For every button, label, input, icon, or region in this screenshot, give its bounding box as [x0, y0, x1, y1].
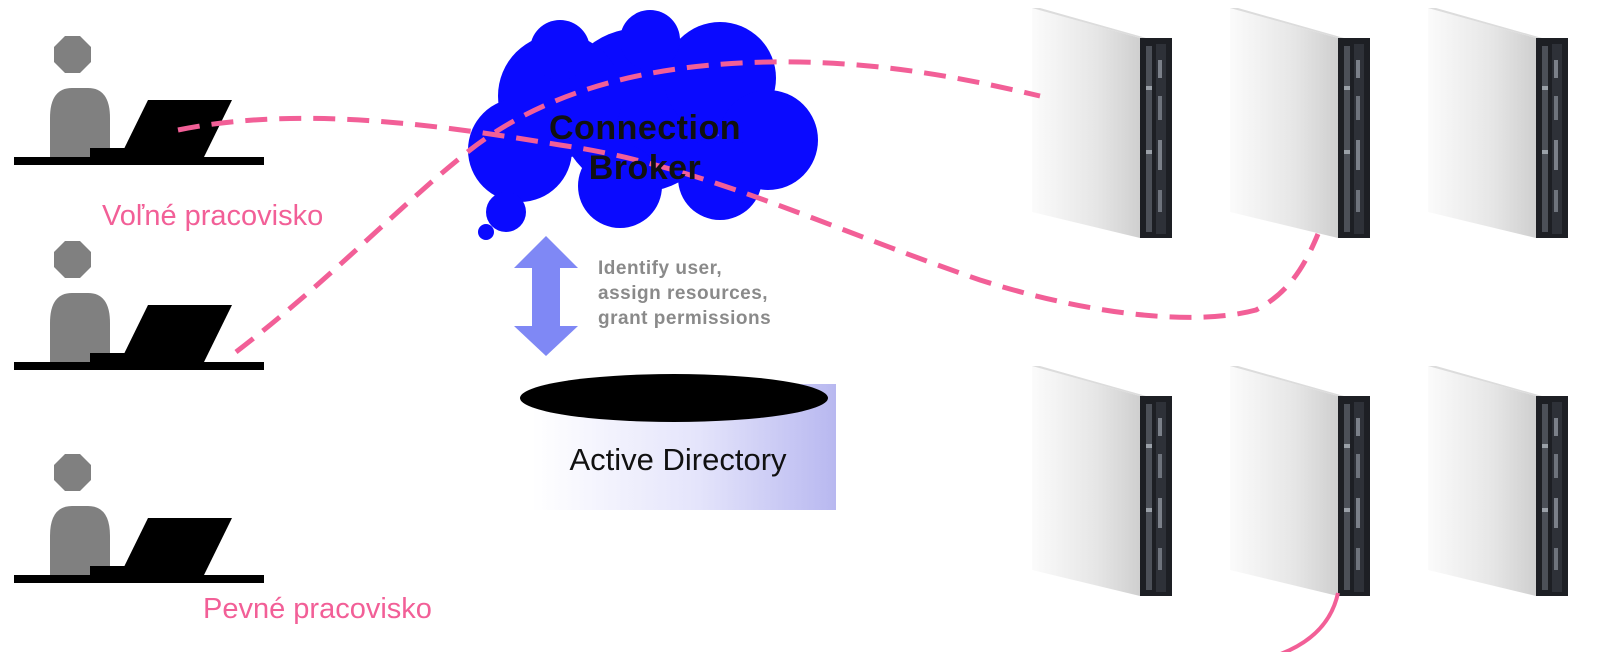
server-icon-top-1	[1032, 8, 1172, 238]
active-directory-label: Active Directory	[569, 442, 787, 477]
connection-broker-label: Connection Broker	[520, 108, 770, 188]
user-workstation-free-middle	[14, 241, 264, 370]
auth-note-line-2: assign resources,	[598, 283, 769, 304]
connection-lines	[177, 59, 1321, 354]
server-icon-bottom-3	[1428, 366, 1568, 596]
user-workstation-fixed	[14, 454, 264, 583]
user-workstation-free-top	[14, 36, 264, 165]
server-icon-top-3	[1428, 8, 1568, 238]
connection-line-fixed	[1280, 592, 1340, 652]
double-arrow-icon	[514, 236, 578, 356]
server-icon-bottom-2	[1230, 366, 1370, 596]
database-icon	[520, 374, 836, 510]
server-icon-bottom-1	[1032, 366, 1172, 596]
broker-line-2: Broker	[588, 149, 702, 187]
fixed-workstation-label: Pevné pracovisko	[203, 593, 432, 625]
auth-note-line-1: Identify user,	[598, 258, 723, 279]
auth-note-line-3: grant permissions	[598, 308, 772, 329]
free-workstation-label: Voľné pracovisko	[102, 200, 324, 232]
broker-line-1: Connection	[549, 109, 741, 147]
auth-note: Identify user, assign resources, grant p…	[598, 256, 771, 331]
server-icon-top-2	[1230, 8, 1370, 238]
